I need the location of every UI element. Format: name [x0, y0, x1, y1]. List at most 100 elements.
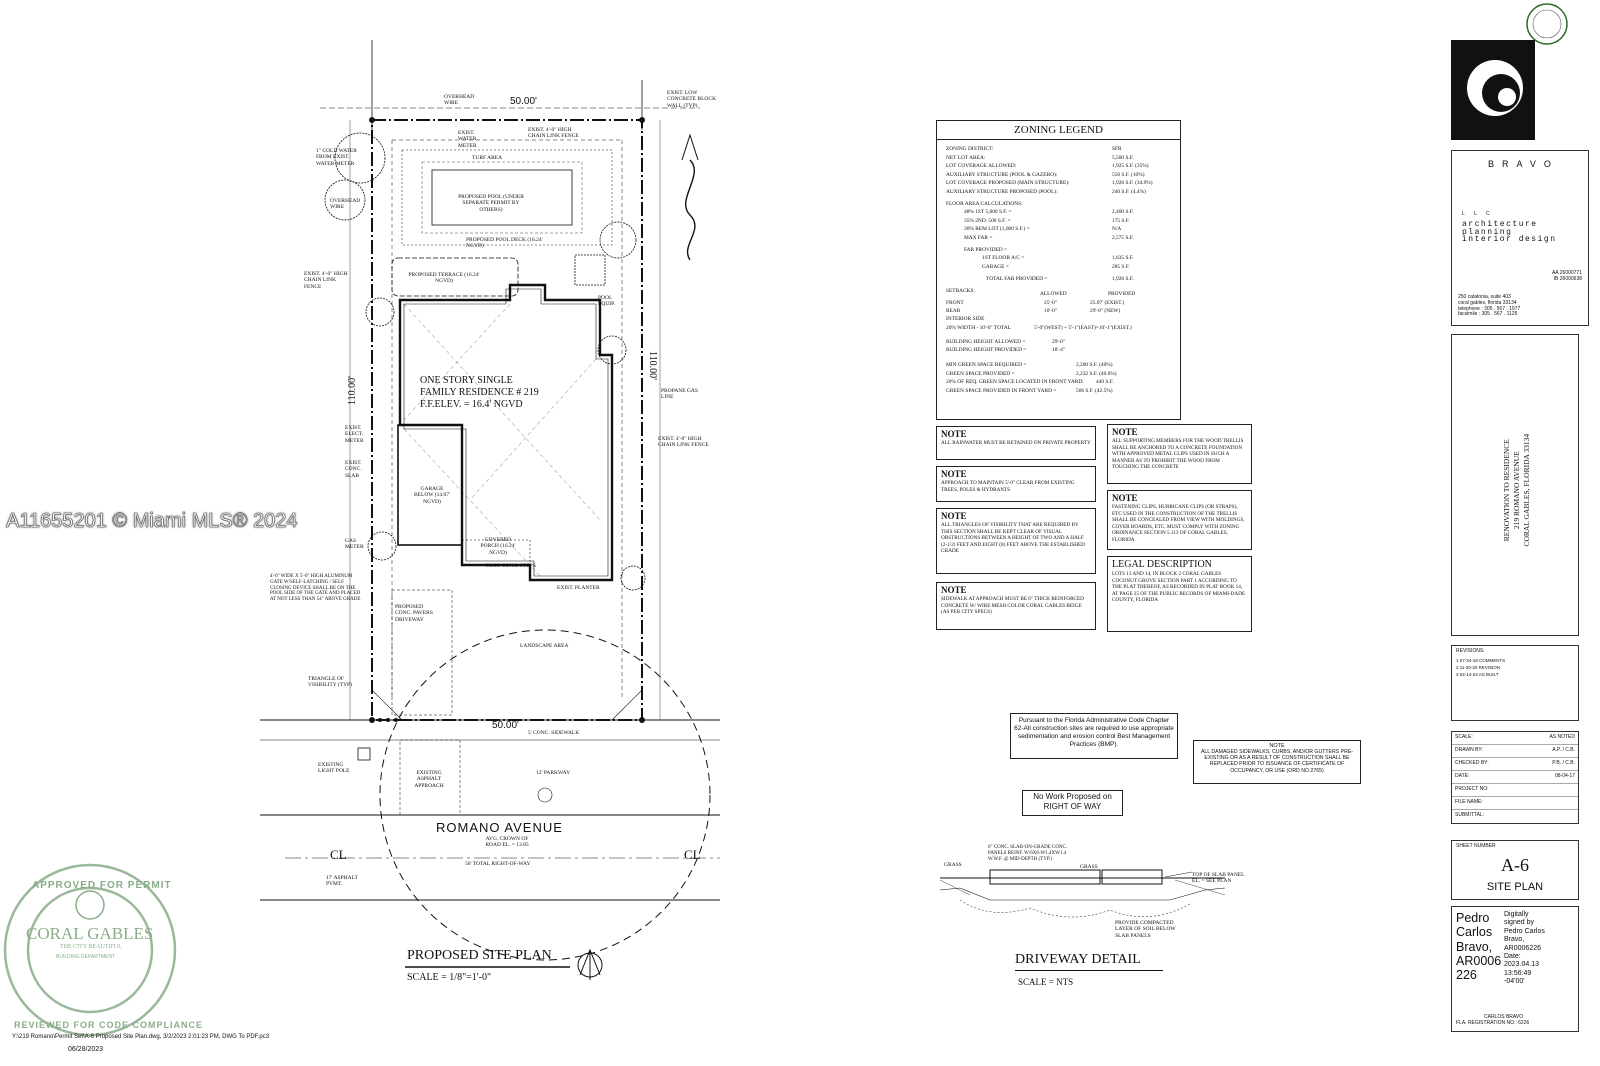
- exist-water-meter-label: EXIST. WATER METER: [458, 130, 477, 149]
- green-value: 2,232 S.F. (40.6%): [1076, 370, 1117, 377]
- signer-name: Pedro Carlos Bravo, AR0006 226: [1456, 911, 1501, 982]
- sheet-number-label: SHEET NUMBER: [1456, 843, 1496, 849]
- sidewalk-damage-text: ALL DAMAGED SIDEWALKS, CURBS, AND/OR GUT…: [1200, 749, 1354, 774]
- firm-name: BRAVO: [1488, 159, 1559, 169]
- no-work-note: No Work Proposed on RIGHT OF WAY: [1022, 790, 1123, 816]
- signer-footer: CARLOS BRAVO FLA. REGISTRATION NO.: 6226: [1456, 1014, 1530, 1027]
- note-trellis: NOTE ALL SUPPORTING MEMBERS FOR THE WOOD…: [1107, 424, 1252, 484]
- driveway-grass-left: GRASS: [944, 862, 962, 868]
- residence-line-3: F.F.ELEV. = 16.4' NGVD: [420, 399, 523, 410]
- signer-detail-1: Digitally: [1504, 911, 1529, 918]
- landscape-label: LANDSCAPE AREA: [520, 643, 569, 649]
- zoning-row-label: GARAGE =: [982, 263, 1009, 270]
- note-title: NOTE: [941, 585, 967, 595]
- info-label: FILE NAME:: [1455, 799, 1483, 805]
- stamp-tagline: THE CITY BEAUTIFUL: [60, 944, 122, 950]
- signer-detail-6: Date:: [1504, 952, 1521, 960]
- note-text: ALL SUPPORTING MEMBERS FOR THE WOOD TREL…: [1112, 438, 1244, 470]
- zoning-row-value: 5,500 S.F.: [1112, 154, 1134, 161]
- info-label: DATE:: [1455, 773, 1470, 779]
- stamp-ring-top: APPROVED FOR PERMIT: [32, 880, 172, 891]
- site-plan-scale: SCALE = 1/8"=1'-0": [407, 972, 492, 983]
- legal-title: LEGAL DESCRIPTION: [1112, 559, 1212, 570]
- dimension-top: 50.00': [510, 96, 537, 107]
- info-row-date: DATE:08-04-17: [1452, 771, 1578, 784]
- address-2: coral gables, florida 33134: [1458, 299, 1517, 306]
- setbacks-label: SETBACKS:: [946, 288, 976, 294]
- height-label: BUILDING HEIGHT PROVIDED =: [946, 347, 1027, 354]
- note-fastening: NOTE FASTENING CLIPS, HURRICANE CLIPS (O…: [1107, 490, 1252, 550]
- green-value: 440 S.F.: [1096, 379, 1114, 386]
- info-label: PROJECT NO:: [1455, 786, 1489, 792]
- setback-provided: 29'-0" (NEW): [1090, 308, 1121, 315]
- setback-allowed: 10'-0": [1044, 308, 1058, 315]
- fac-note: Pursuant to the Florida Administrative C…: [1010, 713, 1178, 759]
- zoning-legend-title: ZONING LEGEND: [937, 121, 1180, 140]
- pool-equip-label: POOL EQUIP.: [598, 295, 615, 308]
- setback-label: REAR: [946, 308, 961, 315]
- setbacks-provided-header: PROVIDED: [1108, 291, 1136, 297]
- proposed-pool-label: PROPOSED POOL (UNDER SEPARATE PERMIT BY …: [458, 194, 524, 213]
- residence-line-1: ONE STORY SINGLE: [420, 375, 513, 386]
- triangle-label: TRIANGLE OF VISIBILITY (TYP): [308, 676, 352, 689]
- zoning-row-label: LOT COVERAGE PROPOSED (MAIN STRUCTURE):: [946, 180, 1070, 187]
- bravo-logo-icon: [1467, 60, 1523, 116]
- address-1: 250 catalonia, suite 403: [1458, 294, 1511, 300]
- info-label: SUBMITTAL:: [1455, 812, 1485, 818]
- mls-watermark: A11655201 © Miami MLS® 2024: [6, 510, 298, 533]
- stamp-ring-bottom: REVIEWED FOR CODE COMPLIANCE: [14, 1020, 204, 1030]
- note-title: NOTE: [1112, 493, 1138, 503]
- driveway-compacted-label: PROVIDE COMPACTED LAYER OF SOIL BELOW SL…: [1115, 920, 1176, 939]
- setbacks-allowed-header: ALLOWED: [1040, 291, 1067, 297]
- stamp-city: CORAL GABLES: [26, 924, 154, 943]
- covered-porch-label: COVERED PORCH (16.24' NGVD): [480, 537, 516, 556]
- project-line-3: CORAL GABLES, FLORIDA 33134: [1522, 433, 1532, 547]
- discipline-1: architecture: [1462, 220, 1538, 229]
- signer-detail-4: Bravo,: [1504, 936, 1525, 944]
- driveway-scale-underline: [1015, 970, 1163, 971]
- revisions-list: 1 07-24-18 COMMENTS 2 11-20-20 REVISION …: [1456, 658, 1505, 678]
- zoning-row-value: 240 S.F. (4.4%): [1112, 189, 1146, 195]
- note-title: NOTE: [941, 511, 967, 521]
- no-work-line-2: RIGHT OF WAY: [1043, 802, 1102, 812]
- height-label: BUILDING HEIGHT ALLOWED =: [946, 338, 1026, 345]
- zoning-row-label: AUXILIARY STRUCTURE (POOL & GAZEBO):: [946, 171, 1058, 178]
- project-box: RENOVATION TO RESIDENCE 219 ROMANO AVENU…: [1451, 334, 1579, 636]
- gas-meter-label: GAS METER: [345, 538, 364, 551]
- zoning-row-label: MAX FAR =: [964, 235, 993, 241]
- zoning-row-value: 1,920 S.F. (34.9%): [1112, 180, 1153, 187]
- residence-label: ONE STORY SINGLE FAMILY RESIDENCE # 219 …: [420, 375, 539, 411]
- height-value: 29'-0": [1052, 338, 1066, 345]
- residence-line-2: FAMILY RESIDENCE # 219: [420, 387, 539, 398]
- dimension-left: 110.00': [346, 376, 358, 405]
- license-1: AA 26000771: [1551, 270, 1582, 276]
- zoning-legend: ZONING LEGEND: [936, 120, 1181, 420]
- signer-detail-7: 2023.04.13: [1504, 961, 1540, 969]
- zoning-row-value: 1,925 S.F. (35%): [1112, 163, 1149, 170]
- zoning-row-value: N/A: [1112, 226, 1122, 233]
- zoning-row-value: 1,635 S.F.: [1112, 255, 1134, 262]
- zoning-row-value: 2,400 S.F.: [1112, 209, 1134, 216]
- note-visibility: NOTE ALL TRIANGLES OF VISIBILITY THAT AR…: [936, 508, 1096, 574]
- exist-chain-link-label: EXIST. 4'-0" HIGH CHAIN LINK FENCE: [528, 127, 579, 140]
- license-2: IB 26000638: [1553, 275, 1582, 282]
- note-text: FASTENING CLIPS, HURRICANE CLIPS (OR STR…: [1112, 504, 1245, 543]
- signer-detail-3: Pedro Carlos: [1504, 927, 1545, 935]
- exist-planter-label: EXIST. PLANTER: [557, 585, 600, 591]
- turf-area-top-label: TURF AREA: [472, 155, 503, 161]
- note-title: NOTE: [941, 429, 967, 439]
- green-label: GREEN SPACE PROVIDED =: [946, 370, 1015, 377]
- signer-footer-2: FLA. REGISTRATION NO.: 6226: [1456, 1019, 1530, 1026]
- discipline-3: interior design: [1462, 235, 1557, 245]
- sidewalk-damage-note: NOTE ALL DAMAGED SIDEWALKS, CURBS, AND/O…: [1193, 740, 1361, 784]
- exist-chain-link-left-label: EXIST. 4'-0" HIGH CHAIN LINK FENCE: [304, 271, 348, 290]
- zoning-row-label: 1ST FLOOR A/C =: [982, 255, 1025, 262]
- info-label: CHECKED BY:: [1455, 760, 1489, 766]
- project-line-2: 219 ROMANO AVENUE: [1511, 451, 1521, 530]
- setback-label: INTERIOR SIDE: [946, 316, 985, 323]
- discipline-2: planning: [1462, 227, 1513, 237]
- info-row-submittal: SUBMITTAL:: [1452, 810, 1578, 823]
- signer-detail-2: signed by: [1504, 919, 1534, 927]
- info-row-scale: SCALE:AS NOTED: [1452, 732, 1578, 745]
- info-label: DRAWN BY:: [1455, 747, 1483, 753]
